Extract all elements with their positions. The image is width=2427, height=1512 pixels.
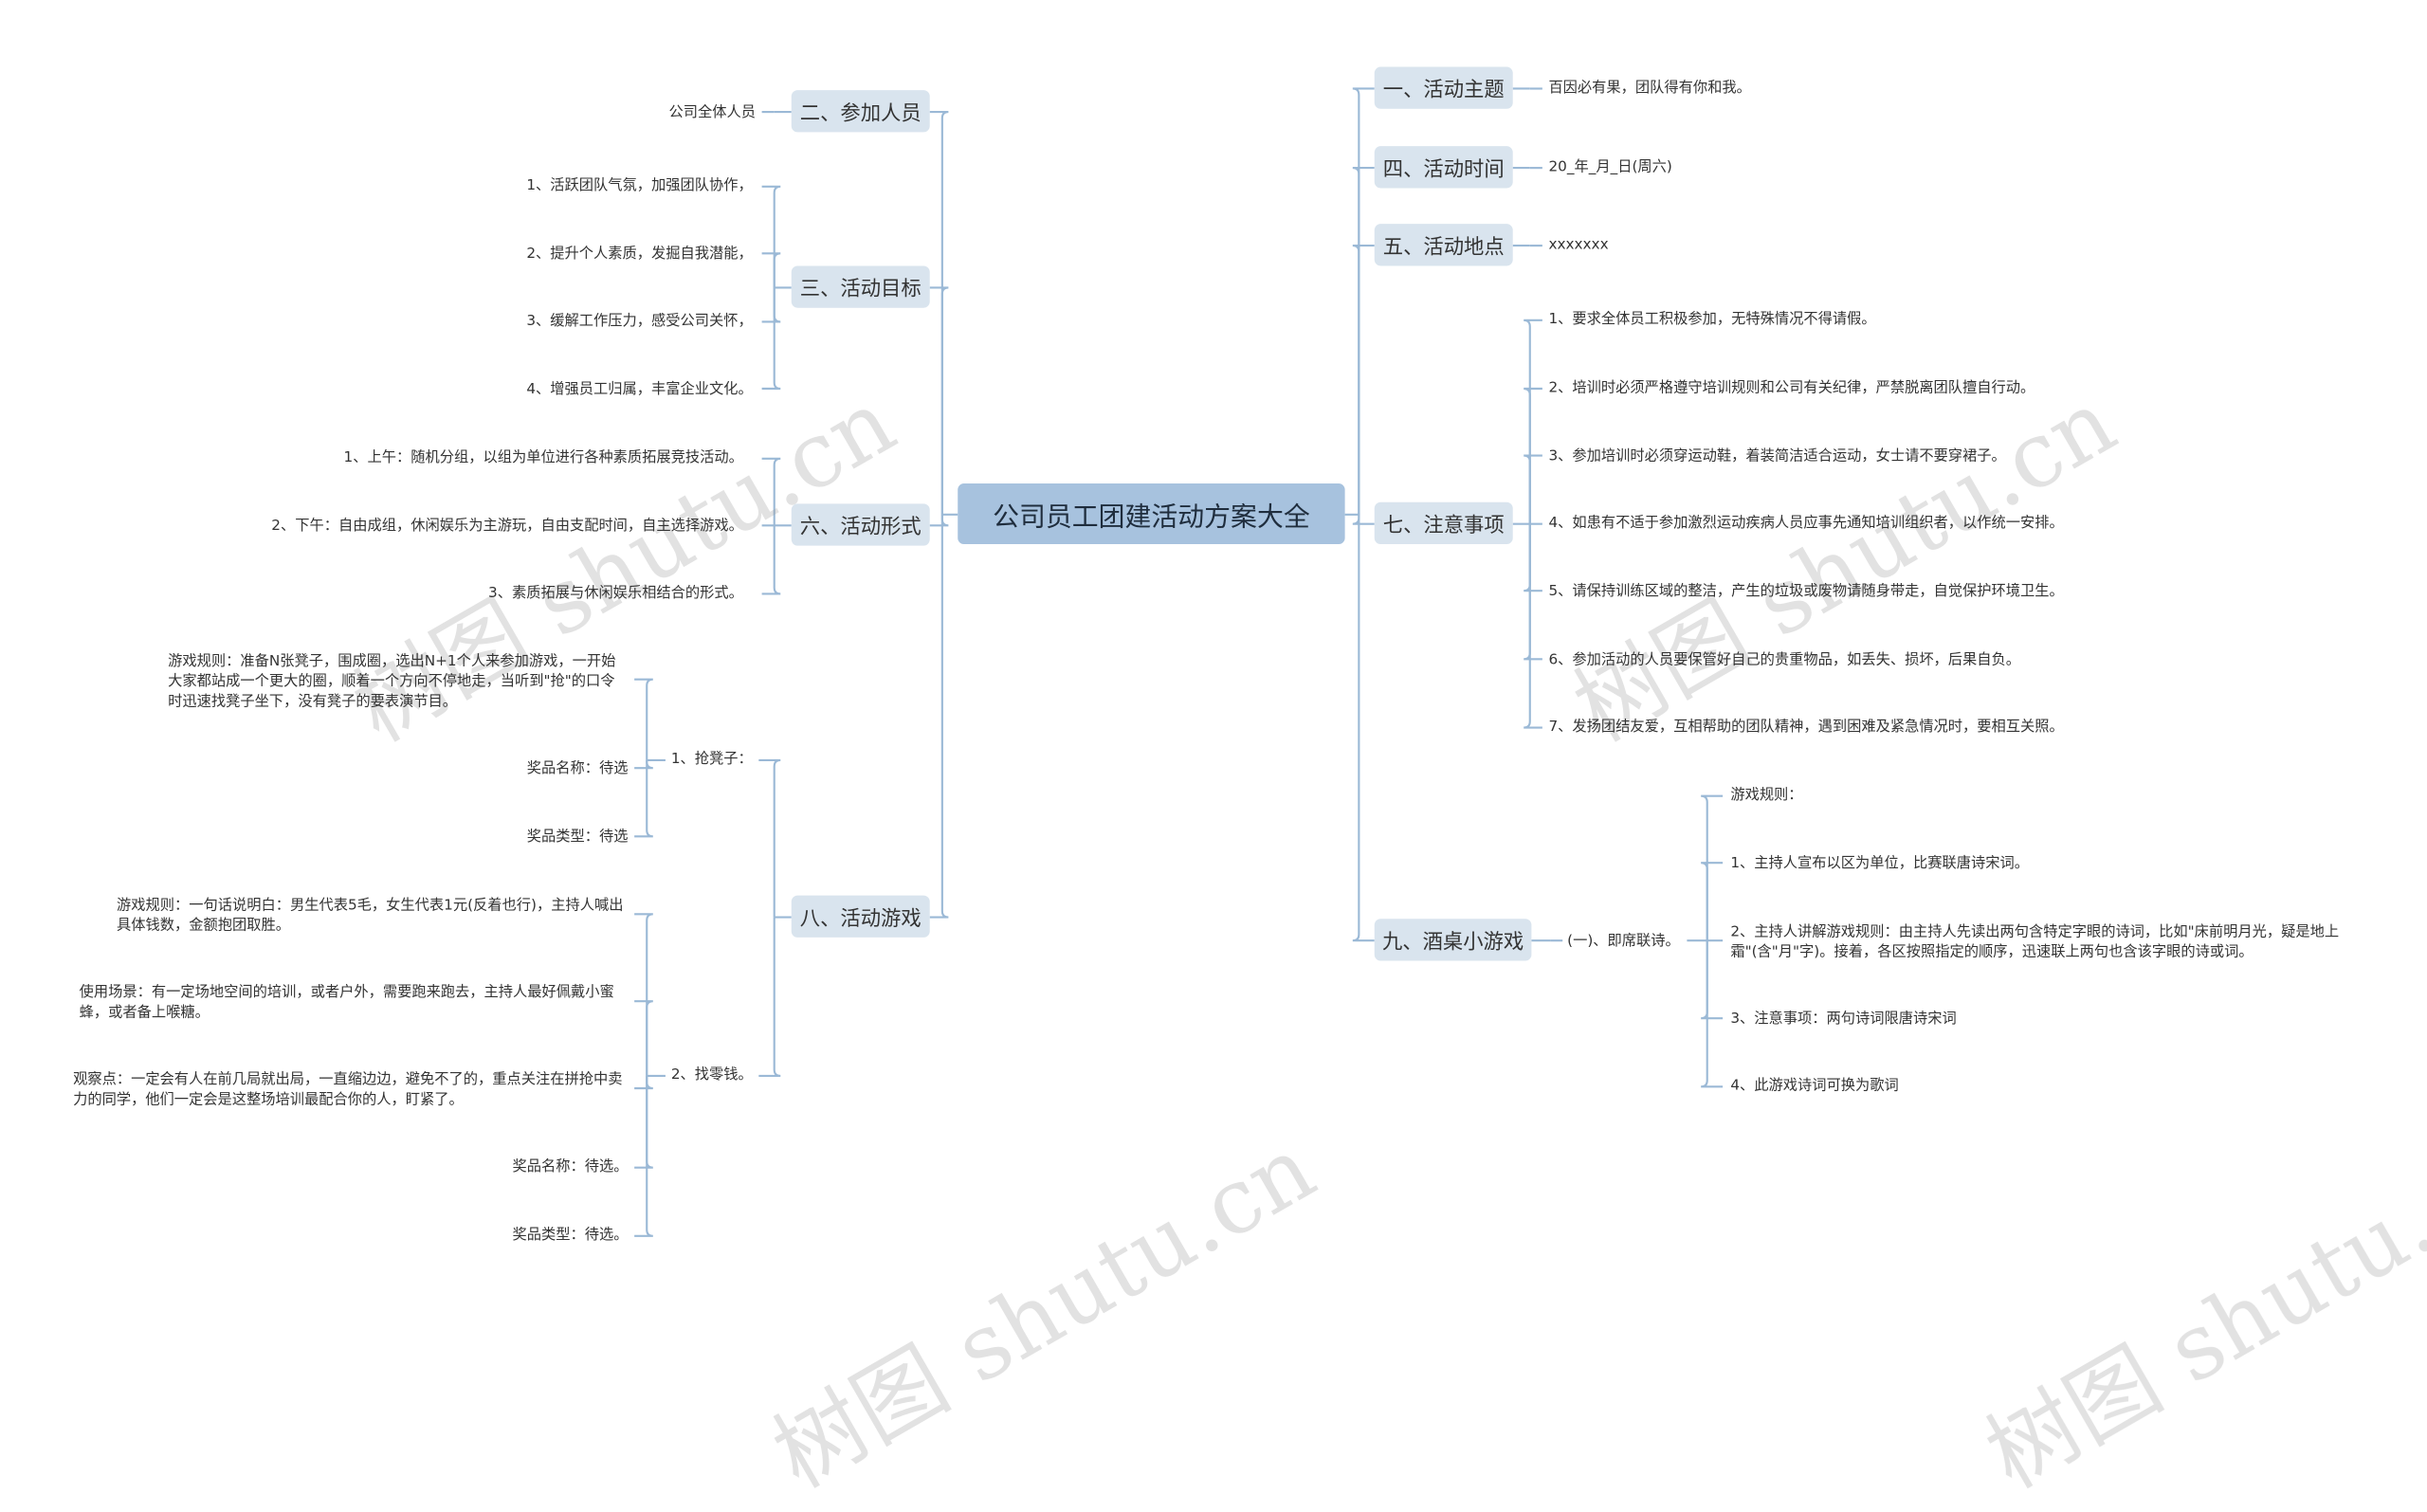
leaf-note-7: 7、发扬团结友爱，互相帮助的团队精神，遇到困难及紧急情况时，要相互关照。: [1548, 718, 2064, 736]
connector-line: [634, 1075, 653, 1090]
leaf-chairs-prize-type: 奖品类型：待选: [526, 829, 629, 847]
leaf-poem-2: 1、主持人宣布以区为单位，比赛联唐诗宋词。: [1730, 855, 2029, 873]
subtopic-chairs[interactable]: 1、抢凳子：: [670, 751, 753, 769]
connector-line: [634, 1000, 653, 1076]
connector-lines: [634, 87, 1724, 1237]
topic-goals[interactable]: 三、活动目标: [791, 265, 930, 308]
root-topic[interactable]: 公司员工团建活动方案大全: [958, 483, 1345, 544]
leaf-change-prize-type: 奖品类型：待选。: [512, 1226, 629, 1244]
topic-games[interactable]: 八、活动游戏: [791, 895, 930, 938]
topic-format[interactable]: 六、活动形式: [791, 503, 930, 546]
leaf-change-rules: 游戏规则：一句话说明白：男生代表5毛，女生代表1元(反着也行)，主持人喊出具体钱…: [117, 897, 624, 935]
connector-line: [929, 111, 949, 515]
leaf-change-scene: 使用场景：有一定场地空间的培训，或者户外，需要跑来跑去，主持人最好佩戴小蜜蜂，或…: [79, 984, 614, 1022]
connector-line: [634, 1075, 653, 1169]
leaf-chairs-rules: 游戏规则：准备N张凳子，围成圈，选出N+1个人来参加游戏，一开始大家都站成一个更…: [168, 652, 616, 711]
leaf-goal-2: 2、提升个人素质，发掘自我潜能，: [526, 246, 753, 264]
leaf-change-observe: 观察点：一定会有人在前几局就出局，一直缩边边，避免不了的，重点关注在拼抢中卖力的…: [73, 1070, 623, 1109]
topic-drinking-games[interactable]: 九、酒桌小游戏: [1374, 919, 1532, 961]
topic-notes[interactable]: 七、注意事项: [1374, 501, 1513, 544]
connector-line: [1524, 319, 1542, 524]
leaf-poem-5: 4、此游戏诗词可换为歌词: [1730, 1077, 1899, 1095]
leaf-format-1: 1、上午：随机分组，以组为单位进行各种素质拓展竞技活动。: [343, 448, 743, 466]
leaf-poem-3: 2、主持人讲解游戏规则：由主持人先读出两句含特定字眼的诗词，比如"床前明月光，疑…: [1730, 923, 2340, 961]
leaf-note-2: 2、培训时必须严格遵守培训规则和公司有关纪律，严禁脱离团队擅自行动。: [1548, 379, 2035, 397]
connector-line: [1701, 862, 1724, 941]
connector-line: [634, 678, 653, 760]
connector-line: [1524, 387, 1542, 524]
leaf-theme-1: 百因必有果，团队得有你和我。: [1548, 79, 1751, 97]
connector-line: [634, 759, 653, 838]
connector-line: [1352, 514, 1375, 525]
connector-line: [1352, 167, 1375, 515]
connector-line: [929, 514, 949, 919]
topic-time[interactable]: 四、活动时间: [1374, 146, 1513, 189]
connector-line: [634, 913, 653, 1076]
leaf-note-4: 4、如患有不适于参加激烈运动疾病人员应事先通知培训组织者，以作统一安排。: [1548, 514, 2064, 532]
connector-line: [929, 514, 949, 527]
connector-line: [761, 287, 781, 323]
leaf-time-1: 20_年_月_日(周六): [1548, 158, 1672, 176]
connector-line: [1701, 940, 1724, 1088]
connector-line: [761, 457, 781, 526]
leaf-place-1: xxxxxxx: [1548, 236, 1609, 254]
mind-map-canvas: 树图 shutu.cn 树图 shutu.cn 树图 shutu.cn 树图 s…: [73, 66, 2427, 1508]
leaf-change-prize-name: 奖品名称：待选。: [512, 1157, 629, 1175]
topic-theme[interactable]: 一、活动主题: [1374, 66, 1513, 109]
connector-line: [1701, 794, 1724, 941]
connector-line: [634, 1075, 653, 1237]
subtopic-change[interactable]: 2、找零钱。: [670, 1066, 753, 1084]
connector-line: [761, 252, 781, 288]
connector-line: [929, 286, 949, 515]
connector-line: [761, 185, 781, 288]
leaf-poem-4: 3、注意事项：两句诗词限唐诗宋词: [1730, 1011, 1957, 1029]
topic-place[interactable]: 五、活动地点: [1374, 224, 1513, 266]
leaf-goal-1: 1、活跃团队气氛，加强团队协作，: [526, 176, 753, 194]
leaf-goal-3: 3、缓解工作压力，感受公司关怀，: [526, 312, 753, 330]
leaf-note-5: 5、请保持训练区域的整洁，产生的垃圾或废物请随身带走，自觉保护环境卫生。: [1548, 583, 2064, 601]
leaf-note-1: 1、要求全体员工积极参加，无特殊情况不得请假。: [1548, 311, 1876, 329]
connector-line: [1524, 523, 1542, 592]
connector-line: [1352, 245, 1375, 515]
connector-line: [1352, 514, 1375, 942]
connector-line: [1524, 523, 1542, 729]
leaf-format-3: 3、素质拓展与休闲娱乐相结合的形式。: [488, 584, 743, 602]
subtopic-poem[interactable]: (一)、即席联诗。: [1567, 933, 1680, 951]
leaf-note-6: 6、参加活动的人员要保管好自己的贵重物品，如丢失、损坏，后果自负。: [1548, 651, 2021, 669]
connector-line: [1701, 940, 1724, 1020]
leaf-participants-1: 公司全体人员: [668, 103, 757, 121]
connector-line: [758, 758, 781, 918]
leaf-poem-1: 游戏规则：: [1730, 786, 1803, 804]
connector-line: [1352, 87, 1375, 515]
connector-line: [1524, 454, 1542, 524]
leaf-note-3: 3、参加培训时必须穿运动鞋，着装简洁适合运动，女士请不要穿裙子。: [1548, 447, 2006, 465]
connector-line: [761, 287, 781, 391]
leaf-chairs-prize-name: 奖品名称：待选: [526, 759, 629, 777]
connector-line: [758, 917, 781, 1077]
connector-line: [634, 759, 653, 770]
leaf-format-2: 2、下午：自由成组，休闲娱乐为主游玩，自由支配时间，自主选择游戏。: [271, 518, 743, 536]
topic-participants[interactable]: 二、参加人员: [791, 90, 930, 133]
connector-line: [761, 525, 781, 595]
leaf-goal-4: 4、增强员工归属，丰富企业文化。: [526, 380, 753, 398]
